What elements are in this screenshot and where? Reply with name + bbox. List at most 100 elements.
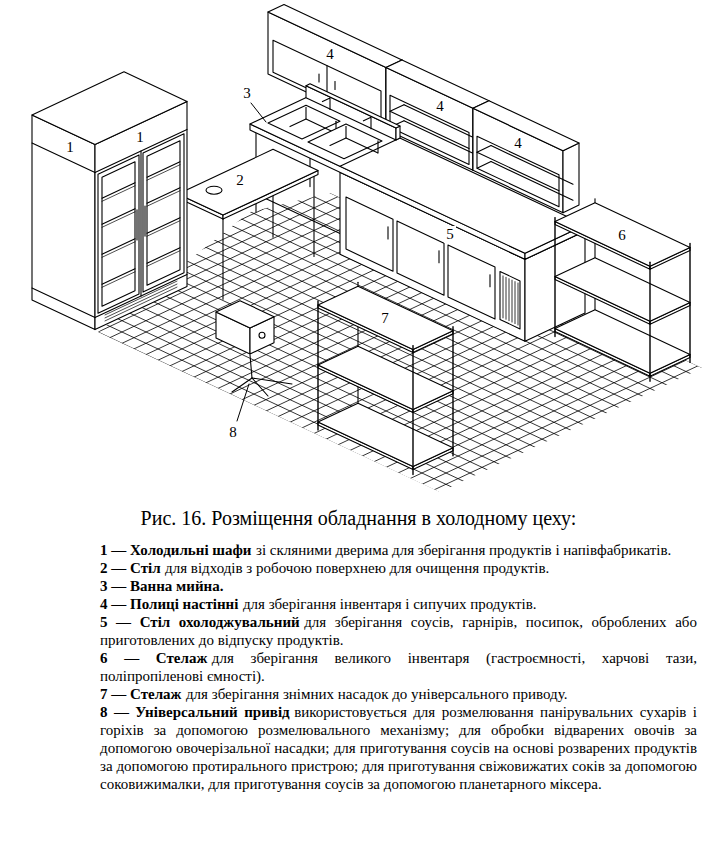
grid-line <box>0 0 717 500</box>
grid-line <box>0 0 590 469</box>
callout-number: 1 <box>64 139 76 156</box>
compressor-grille <box>500 272 520 329</box>
grid-line <box>0 0 717 500</box>
door-handle <box>318 74 319 82</box>
grid-line <box>0 0 717 500</box>
grid-line <box>0 0 717 500</box>
fridge-shelf <box>102 212 135 228</box>
grid-line <box>0 152 717 501</box>
description-list: 1 — Холодильні шафизі скляними дверима д… <box>100 541 697 793</box>
grid-line <box>0 0 717 500</box>
grid-line <box>0 0 717 500</box>
grid-line <box>0 0 717 500</box>
description-item: 4 — Полиці настіннідля зберігання інвент… <box>100 595 697 613</box>
inner-shelf <box>390 105 404 112</box>
callout-number: 1 <box>134 129 146 146</box>
grid-line <box>154 0 717 400</box>
grid-line <box>0 76 717 500</box>
item-term: 7 — Стелаж <box>100 686 181 702</box>
grid-line <box>130 0 717 411</box>
grid-line <box>0 0 717 500</box>
grid-line <box>0 0 717 500</box>
description-item: 3 — Ванна мийна. <box>100 577 697 595</box>
grid-line <box>0 95 717 500</box>
grid-line <box>0 0 717 500</box>
grid-line <box>34 0 717 456</box>
grid-line <box>0 0 717 500</box>
door-handle <box>334 82 335 90</box>
item-term: 1 — Холодильні шафи <box>100 542 251 558</box>
inner-back <box>477 162 491 169</box>
grid-line <box>0 0 717 500</box>
waste-table <box>178 149 318 215</box>
callout-number: 4 <box>512 135 524 152</box>
rack-shelf <box>318 346 453 409</box>
grid-line <box>0 0 717 500</box>
fridge-shelf <box>102 209 135 225</box>
grid-line <box>0 0 717 500</box>
grid-line <box>94 0 717 428</box>
grid-line <box>0 0 717 500</box>
grid-line <box>0 14 717 500</box>
glass-door <box>98 155 139 313</box>
basin-inner <box>346 126 378 153</box>
rack-post <box>689 243 690 362</box>
grid-line <box>0 0 717 500</box>
grid-line <box>0 0 717 500</box>
grid-line <box>0 0 717 500</box>
fridge-shelf <box>147 165 180 181</box>
grid-line <box>0 84 717 500</box>
grid-line <box>0 0 717 500</box>
fridge-shelf <box>147 218 180 234</box>
grille-slat <box>506 277 507 319</box>
cabinet-door <box>346 197 393 271</box>
grid-line <box>0 59 717 500</box>
grid-line <box>0 0 717 500</box>
grid-line <box>0 11 717 501</box>
grid-line <box>0 0 717 500</box>
grid-line <box>0 0 717 500</box>
rack-post <box>412 346 413 475</box>
grid-line <box>0 0 717 500</box>
grid-line <box>0 22 717 500</box>
grille-slat <box>503 276 504 318</box>
description-item: 2 — Стілдля відходів з робочою поверхнею… <box>100 559 697 577</box>
grid-line <box>0 0 717 500</box>
grid-line <box>0 0 717 500</box>
grid-line <box>0 0 717 500</box>
grid-line <box>0 0 717 500</box>
grid-line <box>0 0 530 441</box>
grid-line <box>166 0 717 394</box>
grid-line <box>0 0 717 500</box>
fridge-shelf <box>102 269 135 285</box>
grid-line <box>0 16 717 500</box>
grid-line <box>0 0 717 500</box>
glass-door <box>143 134 184 292</box>
grid-line <box>0 0 717 500</box>
grid-line <box>0 71 717 500</box>
grid-line <box>0 0 717 500</box>
grid-line <box>0 0 717 500</box>
grid-line <box>0 0 717 500</box>
grid-line <box>0 26 717 500</box>
item-description: для зберігання знімних насадок до універ… <box>186 686 567 702</box>
grid-line <box>0 82 717 500</box>
grid-line <box>0 0 602 475</box>
grid-line <box>0 0 717 500</box>
grid-line <box>0 0 717 484</box>
equipment-illustration <box>0 0 717 500</box>
grid-line <box>0 0 710 500</box>
description-item: 7 — Стелаж для зберігання знімних насадок… <box>100 685 697 703</box>
door-mullion <box>140 151 141 296</box>
description-item: 5 — Стіл охолоджувальнийдля зберігання с… <box>100 613 697 649</box>
grid-line <box>0 0 717 500</box>
leader-line <box>237 384 249 421</box>
grid-line <box>0 0 717 500</box>
grid-line <box>0 0 717 500</box>
grid-line <box>0 0 638 492</box>
fridge-shelf <box>102 272 135 288</box>
grid-line <box>0 65 717 500</box>
grid-line <box>0 0 717 500</box>
grid-line <box>0 123 717 500</box>
refrigerator <box>32 72 187 145</box>
